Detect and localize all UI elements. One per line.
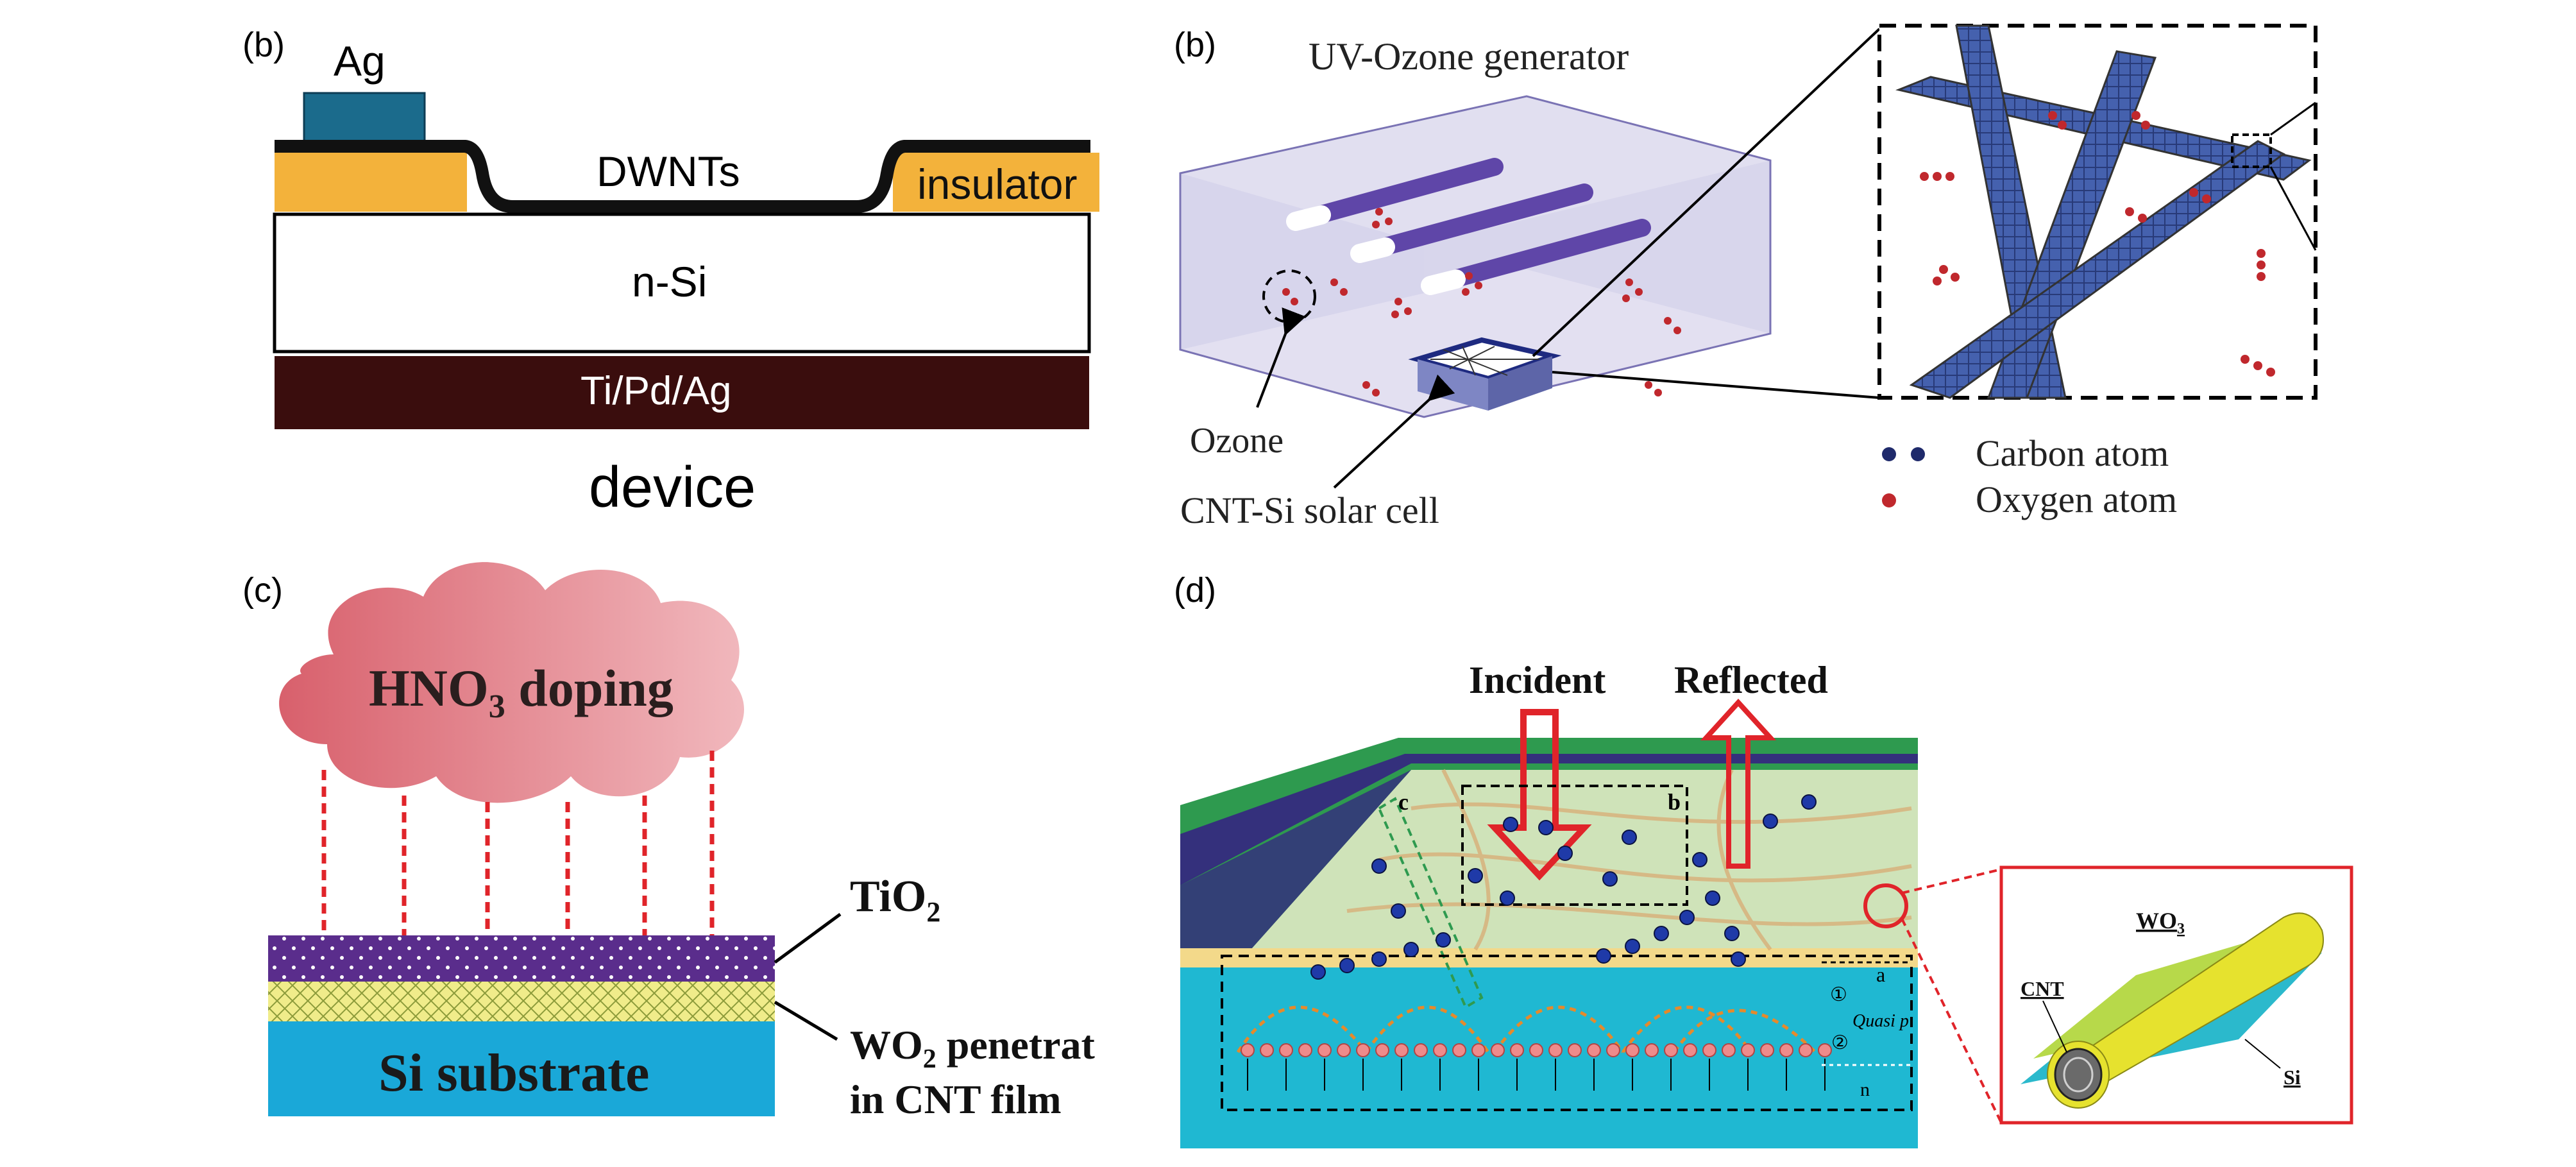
legend-carbon-marker-2 xyxy=(1911,447,1925,461)
legend-oxygen-label: Oxygen atom xyxy=(1976,479,2177,520)
tio2-layer xyxy=(268,935,775,982)
n-si-label: n-Si xyxy=(632,258,707,305)
cnt-tubes-zoom xyxy=(1895,24,2312,399)
panel-label-c: (c) xyxy=(242,571,283,609)
n-si-layer xyxy=(273,212,1091,354)
panel-label-b: (b) xyxy=(1174,26,1216,64)
device-caption: device xyxy=(589,456,756,520)
magnifier-line-top xyxy=(1901,868,2002,894)
circled-2: ② xyxy=(1831,1032,1849,1053)
tio2-label: TiO2 xyxy=(850,872,940,928)
ozone-label: Ozone xyxy=(1190,421,1284,461)
ozone-highlight xyxy=(1262,269,1316,323)
cnt-strands xyxy=(1346,769,1912,951)
panel-hno3-doping: (c) HNO3 doping Si substrate TiO2 WO2 pe… xyxy=(242,562,1096,1122)
inset-wo3-label: WO3 xyxy=(2136,908,2185,937)
oxygen-atoms-zoom xyxy=(1920,111,2275,377)
reflected-arrow xyxy=(1700,699,1777,869)
panel-label-a: (b) xyxy=(242,26,285,64)
insulator-left xyxy=(275,153,467,212)
inset-si-leader xyxy=(2244,1039,2281,1069)
uv-lamps xyxy=(1286,158,1651,295)
region-box-b xyxy=(1461,785,1688,906)
magnifier-circle xyxy=(1863,883,1908,928)
cell-pointer xyxy=(1333,374,1455,489)
atom-legend: Carbon atom Oxygen atom xyxy=(1882,432,2177,520)
inset-cnt-inner xyxy=(2063,1057,2094,1093)
hno3-cloud xyxy=(279,562,745,803)
tio2-leader xyxy=(774,912,842,964)
incident-label: Incident xyxy=(1469,659,1606,701)
panel-label-d: (d) xyxy=(1174,571,1216,609)
hole-row xyxy=(1241,1043,1832,1091)
insulator-right xyxy=(893,153,1099,212)
marker-a-label: a xyxy=(1876,963,1885,986)
reflected-label: Reflected xyxy=(1674,659,1828,701)
slab-left-side xyxy=(1180,770,1411,956)
zoom-subbox xyxy=(2231,133,2272,168)
inset-cnt-leader xyxy=(2042,1000,2067,1053)
junction-box xyxy=(1221,955,1913,1111)
legend-oxygen-marker xyxy=(1882,493,1896,507)
panel-light-trapping: (d) Incident Reflected b c a xyxy=(1174,571,2353,1148)
dwnt-label: DWNTs xyxy=(597,148,740,195)
cloud-label: HNO3 doping xyxy=(369,659,674,725)
inset-illustration xyxy=(2021,912,2324,1109)
quasi-label: Quasi p xyxy=(1852,1011,1909,1031)
panel-uv-ozone: (b) UV-Ozone generator xyxy=(1174,24,2318,531)
wo2-label-line1: WO2 penetrat xyxy=(850,1022,1096,1074)
inset-si-label: Si xyxy=(2284,1066,2301,1089)
ozone-molecules xyxy=(1330,208,1681,396)
si-substrate-layer xyxy=(268,1021,775,1116)
si-bulk xyxy=(1180,967,1918,1148)
dwnt-film xyxy=(275,140,1090,213)
ozone-molecule-2 xyxy=(1291,298,1298,305)
zoom-subline-bottom xyxy=(2269,166,2317,251)
depletion-arcs xyxy=(1236,1005,1817,1053)
region-c-label: c xyxy=(1398,789,1409,815)
zoom-subline-top xyxy=(2270,101,2316,136)
inset-cnt-core xyxy=(2054,1048,2103,1102)
chamber-label: UV-Ozone generator xyxy=(1309,35,1629,78)
ag-electrode xyxy=(303,92,426,142)
inset-cnt-label: CNT xyxy=(2021,977,2064,1000)
insulator-label: insulator xyxy=(917,160,1077,208)
legend-carbon-label: Carbon atom xyxy=(1976,432,2169,474)
ozone-pointer xyxy=(1256,307,1306,408)
back-contact-layer xyxy=(275,356,1089,429)
ozone-molecule-1 xyxy=(1282,288,1290,296)
slab-navy-band xyxy=(1180,754,1918,885)
chamber-outline xyxy=(1179,95,1772,418)
circled-1: ① xyxy=(1830,984,1847,1005)
carrier-dots xyxy=(1310,794,1817,980)
cnt-si-cell-front xyxy=(1488,356,1552,411)
n-label: n xyxy=(1860,1079,1870,1100)
inset-wo3-shell xyxy=(2067,912,2324,1092)
zoom-line-bottom xyxy=(1552,371,1880,399)
region-b-label: b xyxy=(1668,789,1681,815)
panel-device: (b) Ag DWNTs insulator n-Si Ti/Pd/Ag dev… xyxy=(242,26,1099,520)
ag-label: Ag xyxy=(334,37,386,85)
cnt-network xyxy=(1430,346,1539,376)
legend-carbon-marker-1 xyxy=(1882,447,1896,461)
cell-label: CNT-Si solar cell xyxy=(1180,490,1439,531)
back-contact-label: Ti/Pd/Ag xyxy=(580,369,731,413)
wo2-cnt-layer xyxy=(268,982,775,1021)
si-substrate-label: Si substrate xyxy=(378,1043,649,1103)
wo2-label-line2: in CNT film xyxy=(850,1077,1062,1122)
zoom-line-top xyxy=(1532,28,1881,357)
wo2-leader xyxy=(774,1000,838,1041)
interface-band xyxy=(1180,948,1918,967)
